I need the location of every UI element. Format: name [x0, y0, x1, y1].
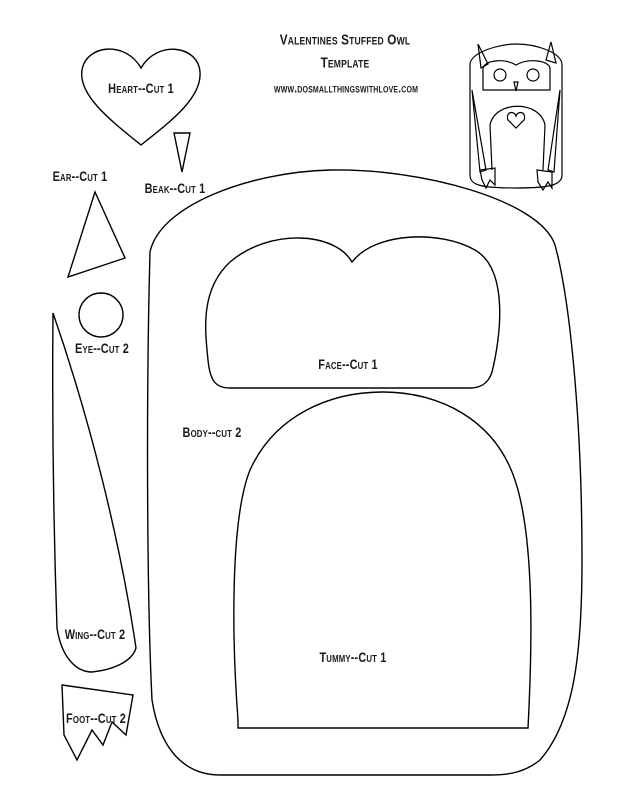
heart-label: Heart--Cut 1 [108, 80, 174, 96]
owl-illustration-icon [469, 41, 563, 192]
tummy-label: Tummy--Cut 1 [319, 649, 387, 665]
foot-shape [61, 684, 134, 762]
title-line-2: Template [320, 54, 370, 72]
ear-shape [66, 190, 126, 279]
eye-shape [78, 292, 124, 338]
heart-shape [81, 48, 201, 146]
website-url: www.dosmallthingswithlove.com [273, 80, 419, 96]
foot-label: Foot--Cut 2 [66, 710, 126, 726]
body-shape [146, 169, 583, 776]
eye-label: Eye--Cut 2 [75, 340, 129, 356]
wing-shape [52, 312, 137, 673]
beak-shape [173, 132, 191, 173]
beak-label: Beak--Cut 1 [144, 180, 206, 196]
wing-label: Wing--Cut 2 [64, 626, 126, 642]
title-line-1: Valentines Stuffed Owl [279, 31, 411, 49]
face-label: Face--Cut 1 [318, 356, 378, 372]
face-shape [205, 236, 501, 389]
body-label: Body--cut 2 [182, 424, 242, 440]
ear-label: Ear--Cut 1 [52, 168, 108, 184]
tummy-shape [233, 391, 532, 729]
